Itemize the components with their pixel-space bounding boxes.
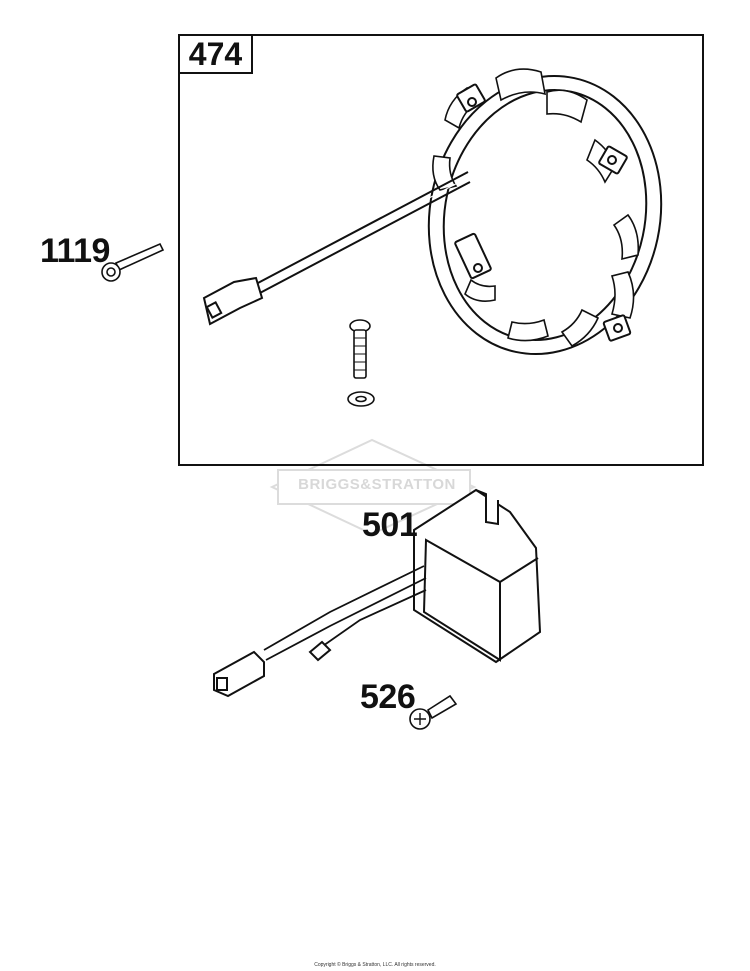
stator-screw [347,319,375,407]
stator-wire [255,171,471,295]
copyright-footer: Copyright © Briggs & Stratton, LLC. All … [314,962,436,968]
regulator-connector [213,640,332,698]
stator-assembly [427,68,663,356]
stator-connector [202,276,264,326]
watermark-logo [269,438,477,536]
callout-bolt: 1119 [40,232,110,270]
callout-screw: 526 [360,678,416,716]
stator-frame [178,34,704,466]
bolt-1119 [101,242,165,282]
regulator-501 [413,488,542,664]
watermark-text: BRIGGS&STRATTON [298,476,456,493]
regulator-wires [263,565,427,661]
callout-regulator: 501 [362,506,418,544]
screw-526 [409,694,458,730]
frame-label: 474 [180,36,253,74]
